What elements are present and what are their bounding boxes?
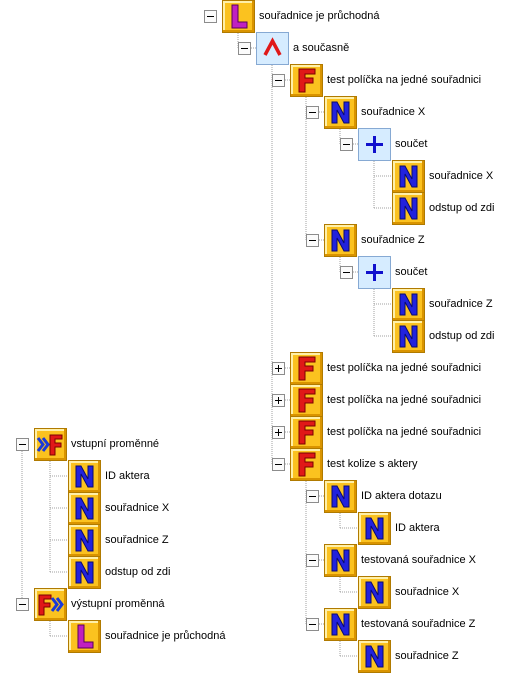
node-label[interactable]: souřadnice Z [429,298,493,310]
node-label[interactable]: souřadnice Z [105,534,169,546]
number-n-icon[interactable] [324,480,357,513]
number-n-icon[interactable] [358,576,391,609]
node-label[interactable]: test kolize s aktery [327,458,418,470]
collapse-toggle[interactable] [272,458,285,471]
node-label[interactable]: souřadnice Z [395,650,459,662]
function-f-icon[interactable] [290,64,323,97]
collapse-toggle[interactable] [306,106,319,119]
number-n-icon[interactable] [324,224,357,257]
collapse-toggle[interactable] [306,554,319,567]
node-label[interactable]: testovaná souřadnice X [361,554,476,566]
node-label[interactable]: test políčka na jedné souřadnici [327,394,482,406]
node-label[interactable]: vstupní proměnné [71,438,160,450]
collapse-toggle[interactable] [340,138,353,151]
collapse-toggle[interactable] [238,42,251,55]
expand-toggle[interactable] [272,426,285,439]
node-label[interactable]: a současně [293,42,350,54]
node-label[interactable]: souřadnice je průchodná [259,10,380,22]
node-label[interactable]: odstup od zdi [105,566,171,578]
collapse-toggle[interactable] [340,266,353,279]
collapse-toggle[interactable] [306,490,319,503]
logical-and-icon[interactable] [256,32,289,65]
collapse-toggle[interactable] [16,598,29,611]
function-f-icon[interactable] [290,384,323,417]
output-function-icon[interactable] [34,588,67,621]
node-label[interactable]: test políčka na jedné souřadnici [327,74,482,86]
node-label[interactable]: souřadnice X [429,170,494,182]
node-label[interactable]: souřadnice X [361,106,426,118]
node-label[interactable]: souřadnice Z [361,234,425,246]
node-label[interactable]: souřadnice X [395,586,460,598]
node-label[interactable]: test políčka na jedné souřadnici [327,426,482,438]
function-f-icon[interactable] [290,352,323,385]
node-label[interactable]: test políčka na jedné souřadnici [327,362,482,374]
expand-toggle[interactable] [272,394,285,407]
node-label[interactable]: součet [395,266,428,278]
number-n-icon[interactable] [392,288,425,321]
node-label[interactable]: souřadnice X [105,502,170,514]
logic-l-icon[interactable] [222,0,255,33]
plus-sum-icon[interactable] [358,128,391,161]
number-n-icon[interactable] [324,608,357,641]
number-n-icon[interactable] [68,460,101,493]
node-label[interactable]: souřadnice je průchodná [105,630,226,642]
number-n-icon[interactable] [68,492,101,525]
number-n-icon[interactable] [358,640,391,673]
number-n-icon[interactable] [324,544,357,577]
collapse-toggle[interactable] [306,234,319,247]
collapse-toggle[interactable] [16,438,29,451]
node-label[interactable]: testovaná souřadnice Z [361,618,476,630]
number-n-icon[interactable] [392,192,425,225]
node-label[interactable]: odstup od zdi [429,330,495,342]
collapse-toggle[interactable] [272,74,285,87]
node-label[interactable]: odstup od zdi [429,202,495,214]
node-label[interactable]: součet [395,138,428,150]
function-f-icon[interactable] [290,448,323,481]
plus-sum-icon[interactable] [358,256,391,289]
node-label[interactable]: ID aktera [105,470,150,482]
number-n-icon[interactable] [358,512,391,545]
number-n-icon[interactable] [392,160,425,193]
number-n-icon[interactable] [68,556,101,589]
expand-toggle[interactable] [272,362,285,375]
number-n-icon[interactable] [324,96,357,129]
number-n-icon[interactable] [392,320,425,353]
collapse-toggle[interactable] [306,618,319,631]
collapse-toggle[interactable] [204,10,217,23]
function-f-icon[interactable] [290,416,323,449]
node-label[interactable]: ID aktera dotazu [361,490,442,502]
logic-l-icon[interactable] [68,620,101,653]
input-function-icon[interactable] [34,428,67,461]
node-label[interactable]: výstupní proměnná [71,598,165,610]
node-label[interactable]: ID aktera [395,522,440,534]
number-n-icon[interactable] [68,524,101,557]
